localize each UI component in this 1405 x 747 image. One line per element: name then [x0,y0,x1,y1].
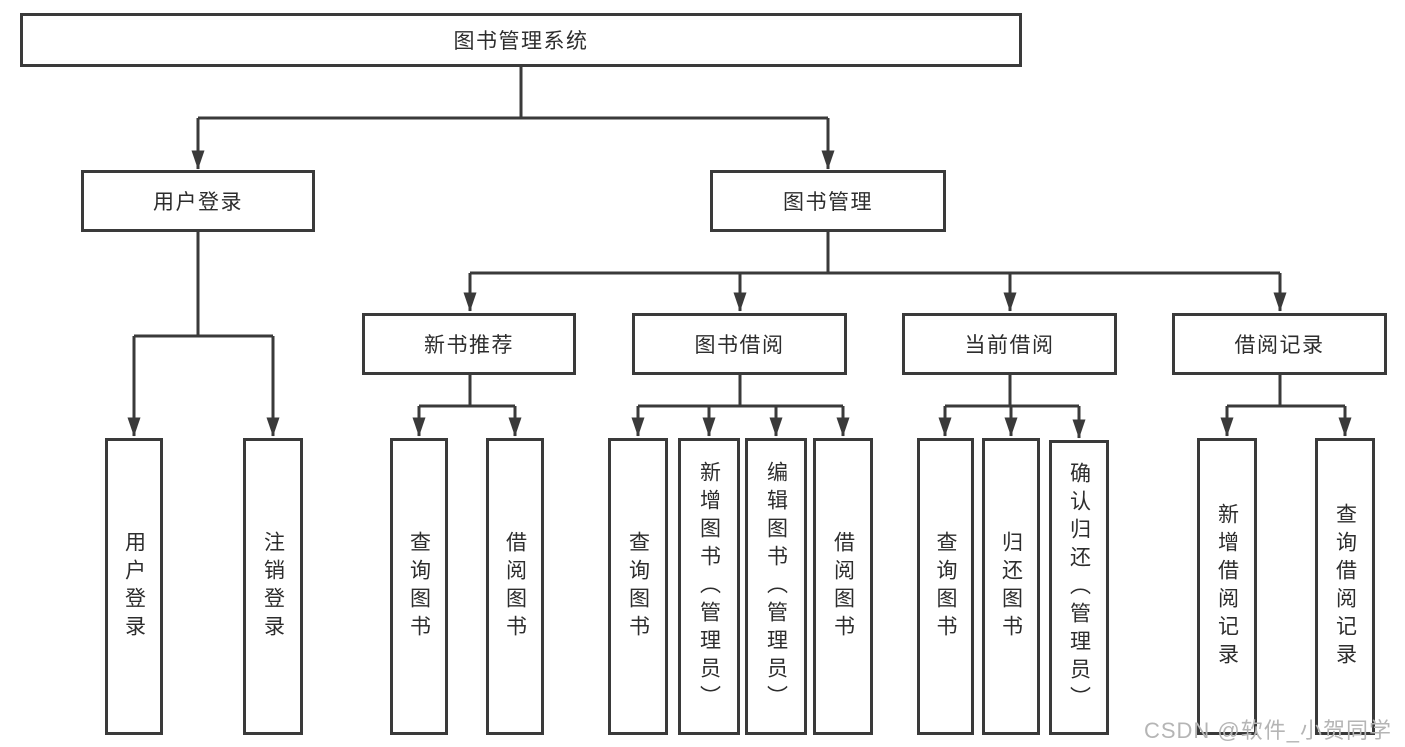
leaf-user-login: 用户登录 [105,438,163,735]
node-user-login-label: 用户登录 [153,191,243,214]
leaf-edit-books-admin-label: 编辑图书（管理员） [764,460,788,713]
leaf-logout-label: 注销登录 [261,530,285,643]
leaf-borrow-books-rec-label: 借阅图书 [503,530,527,643]
leaf-query-borrow-record: 查询借阅记录 [1315,438,1375,735]
node-current-borrow: 当前借阅 [902,313,1117,375]
node-new-book-recommend-label: 新书推荐 [424,334,514,357]
node-user-login: 用户登录 [81,170,315,232]
leaf-query-borrow-record-label: 查询借阅记录 [1333,502,1357,671]
leaf-user-login-label: 用户登录 [122,530,146,643]
csdn-watermark: CSDN @软件_小贺同学 [1143,718,1392,743]
leaf-add-borrow-record-label: 新增借阅记录 [1215,502,1239,671]
leaf-add-books-admin: 新增图书（管理员） [678,438,740,735]
node-book-borrow: 图书借阅 [632,313,847,375]
leaf-add-books-admin-label: 新增图书（管理员） [697,460,721,713]
node-borrow-records: 借阅记录 [1172,313,1387,375]
leaf-edit-books-admin: 编辑图书（管理员） [745,438,807,735]
node-root-system: 图书管理系统 [20,13,1022,67]
leaf-return-books-label: 归还图书 [999,530,1023,643]
leaf-add-borrow-record: 新增借阅记录 [1197,438,1257,735]
leaf-query-books-borrow-label: 查询图书 [626,530,650,643]
leaf-borrow-books-rec: 借阅图书 [486,438,544,735]
node-book-management-label: 图书管理 [783,191,873,214]
leaf-query-books-current-label: 查询图书 [934,530,957,643]
leaf-query-books-rec-label: 查询图书 [407,530,431,643]
leaf-query-books-borrow: 查询图书 [608,438,668,735]
node-new-book-recommend: 新书推荐 [362,313,576,375]
leaf-confirm-return-admin-label: 确认归还（管理员） [1067,461,1091,714]
node-current-borrow-label: 当前借阅 [964,334,1055,357]
leaf-query-books-rec: 查询图书 [390,438,448,735]
leaf-borrow-books-label: 借阅图书 [831,530,855,643]
leaf-return-books: 归还图书 [982,438,1040,735]
node-root-label: 图书管理系统 [453,30,589,53]
node-book-management: 图书管理 [710,170,946,232]
node-book-borrow-label: 图书借阅 [694,334,785,357]
leaf-logout: 注销登录 [243,438,303,735]
leaf-query-books-current: 查询图书 [917,438,974,735]
node-borrow-records-label: 借阅记录 [1234,334,1325,357]
leaf-borrow-books: 借阅图书 [813,438,873,735]
leaf-confirm-return-admin: 确认归还（管理员） [1049,440,1109,735]
